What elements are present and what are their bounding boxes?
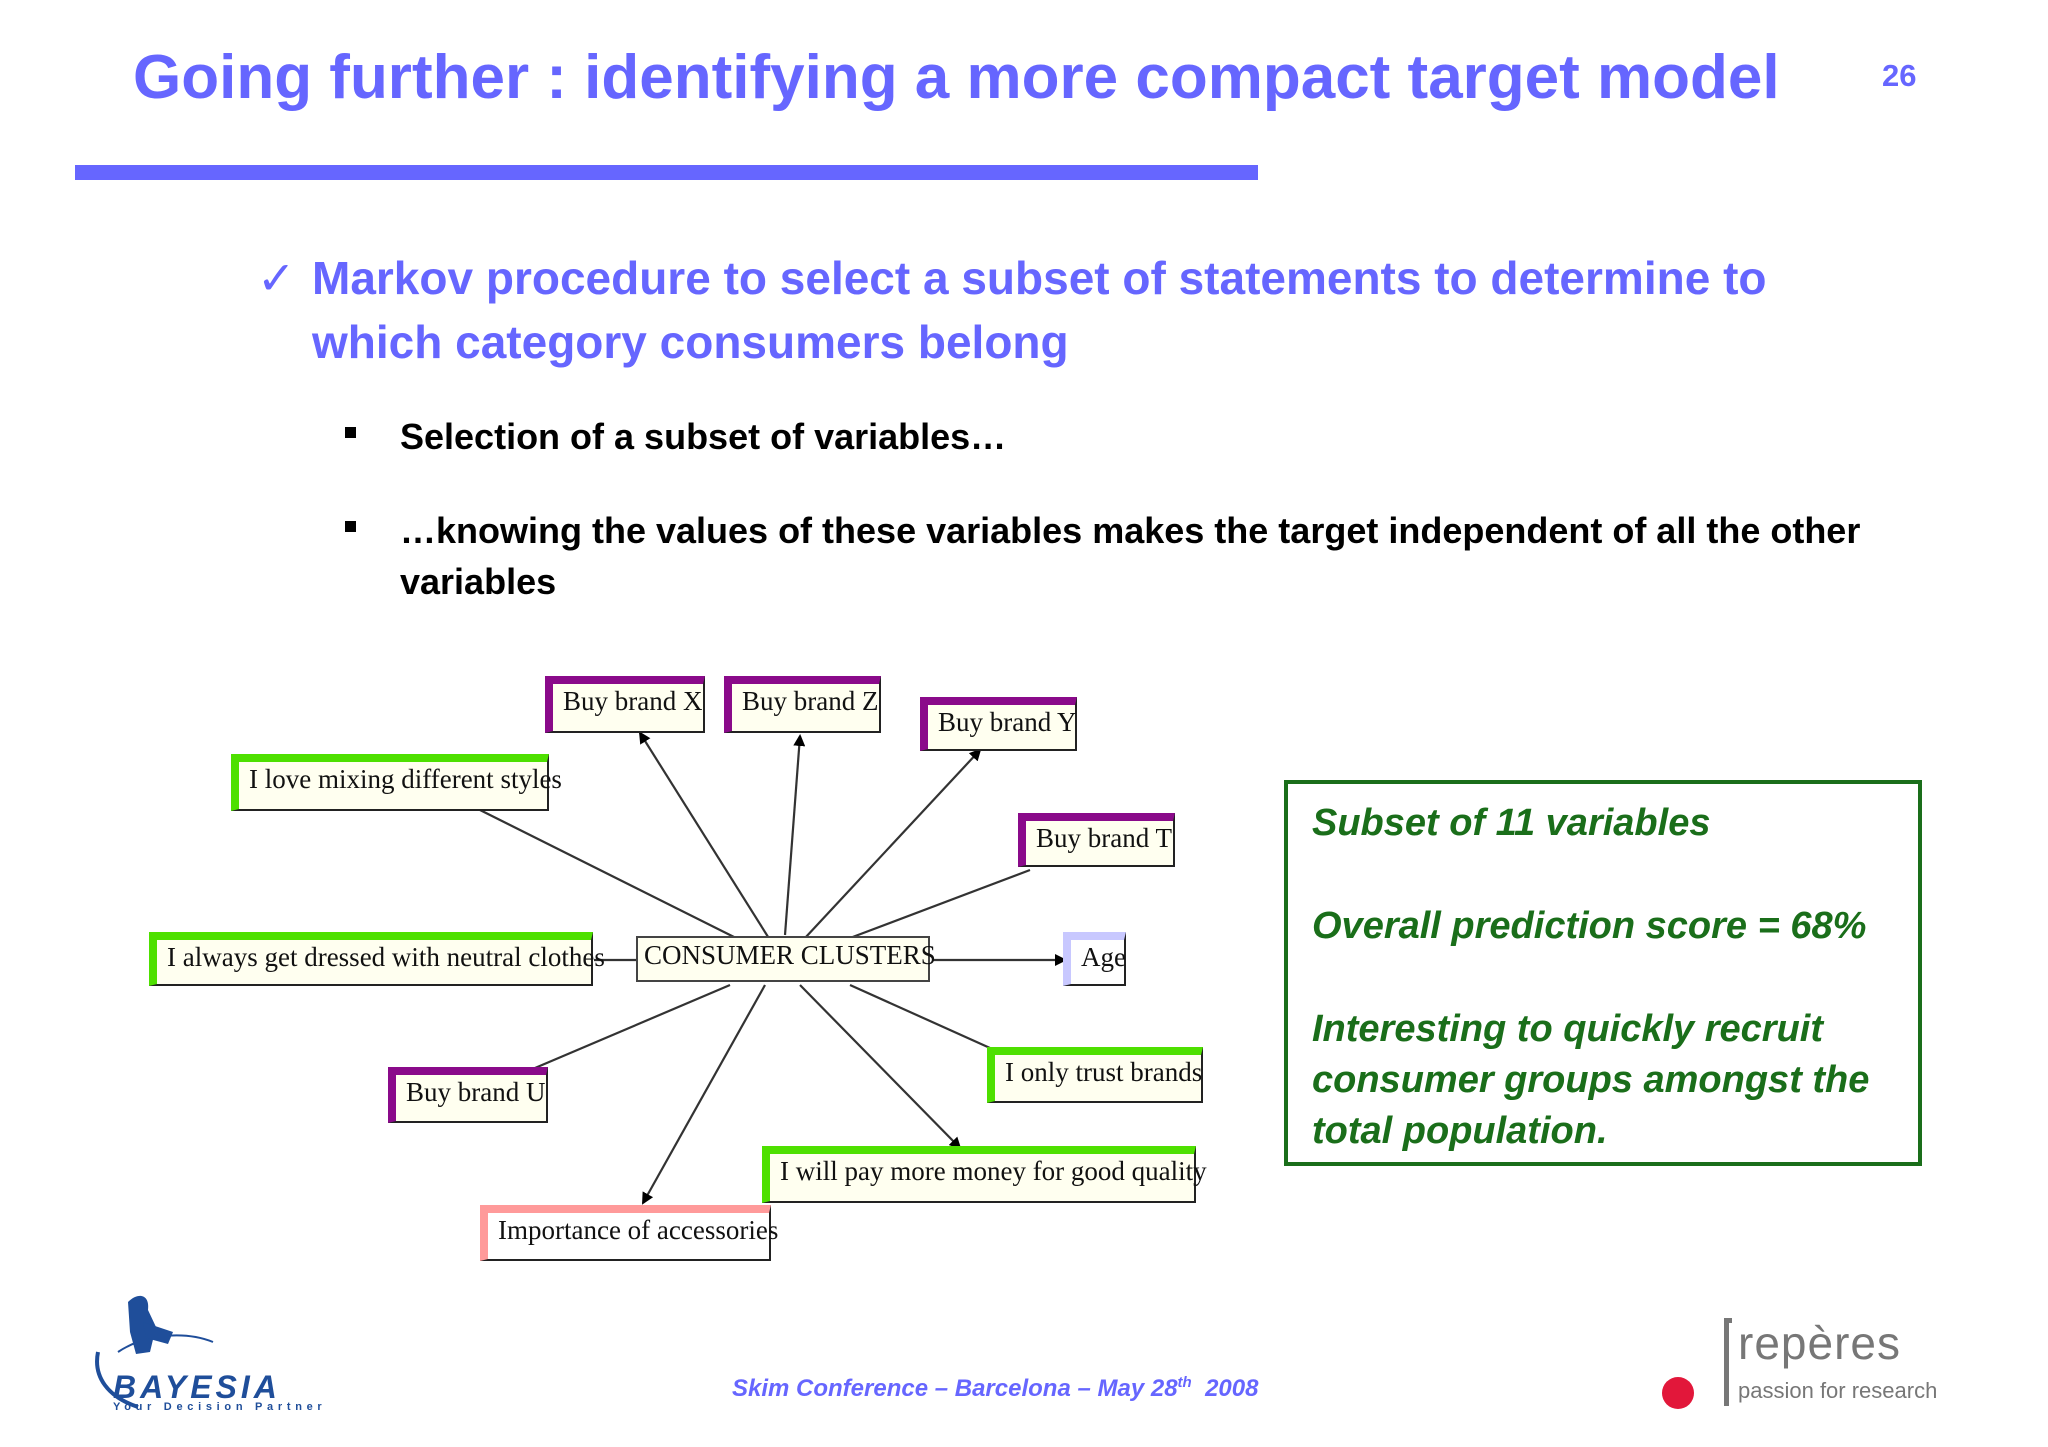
info-prediction-score: Overall prediction score = 68% — [1312, 905, 1867, 947]
node-age: Age — [1063, 932, 1126, 986]
node-accessories: Importance of accessories — [480, 1205, 778, 1261]
page-number: 26 — [1882, 58, 1917, 93]
edge-to-buy-brand-x — [638, 731, 771, 941]
node-consumer-clusters: CONSUMER CLUSTERS — [636, 936, 936, 982]
main-bullet-text: Markov procedure to select a subset of s… — [312, 252, 1767, 368]
edge-to-buy-brand-u — [534, 983, 731, 1070]
reperes-dot-icon — [1662, 1377, 1694, 1409]
node-buy-brand-y: Buy brand Y — [920, 697, 1077, 751]
info-subset-count: Subset of 11 variables — [1312, 802, 1711, 844]
node-buy-brand-t: Buy brand T — [1018, 813, 1175, 867]
node-trust-brands: I only trust brands — [987, 1047, 1203, 1103]
square-bullet-icon — [345, 521, 356, 532]
info-text-line: total population. — [1312, 1110, 1608, 1152]
node-buy-brand-z: Buy brand Z — [724, 676, 881, 733]
edge-to-buy-brand-z — [783, 734, 806, 936]
slide-title: Going further : identifying a more compa… — [133, 43, 1780, 112]
node-buy-brand-x: Buy brand X — [545, 676, 705, 733]
footer-text: Skim Conference – Barcelona – May 28th 2… — [732, 1374, 1259, 1402]
bayesia-wordmark: BAYESIA — [113, 1369, 281, 1405]
edge-to-mixing-styles — [479, 809, 741, 941]
reperes-tagline: passion for research — [1738, 1378, 1938, 1403]
node-mixing-styles: I love mixing different styles — [231, 754, 562, 811]
node-neutral-clothes: I always get dressed with neutral clothe… — [149, 932, 605, 986]
reperes-bracket-icon — [1724, 1318, 1732, 1406]
edge-to-buy-brand-t — [849, 868, 1031, 940]
edge-to-trust-brands — [849, 983, 991, 1050]
checkmark-icon: ✓ — [257, 252, 296, 304]
info-text-line: Interesting to quickly recruit — [1312, 1008, 1823, 1050]
reperes-wordmark: repères — [1738, 1317, 1901, 1369]
sub-bullet-text: Selection of a subset of variables… — [400, 416, 1007, 457]
bayesia-logo-icon — [95, 1295, 214, 1409]
bayesia-tagline: Your Decision Partner — [113, 1401, 327, 1413]
info-box: Subset of 11 variables Overall predictio… — [1284, 780, 1922, 1166]
node-buy-brand-u: Buy brand U — [388, 1067, 548, 1123]
edge-to-buy-brand-y — [804, 748, 982, 939]
node-good-quality: I will pay more money for good quality — [762, 1146, 1207, 1203]
info-text-line: consumer groups amongst the — [1312, 1059, 1870, 1101]
edge-to-accessories — [642, 984, 766, 1205]
square-bullet-icon — [345, 427, 356, 438]
edge-to-good-quality — [799, 984, 962, 1150]
sub-bullet-text: …knowing the values of these variables m… — [400, 510, 1861, 602]
title-underline — [75, 165, 1258, 180]
